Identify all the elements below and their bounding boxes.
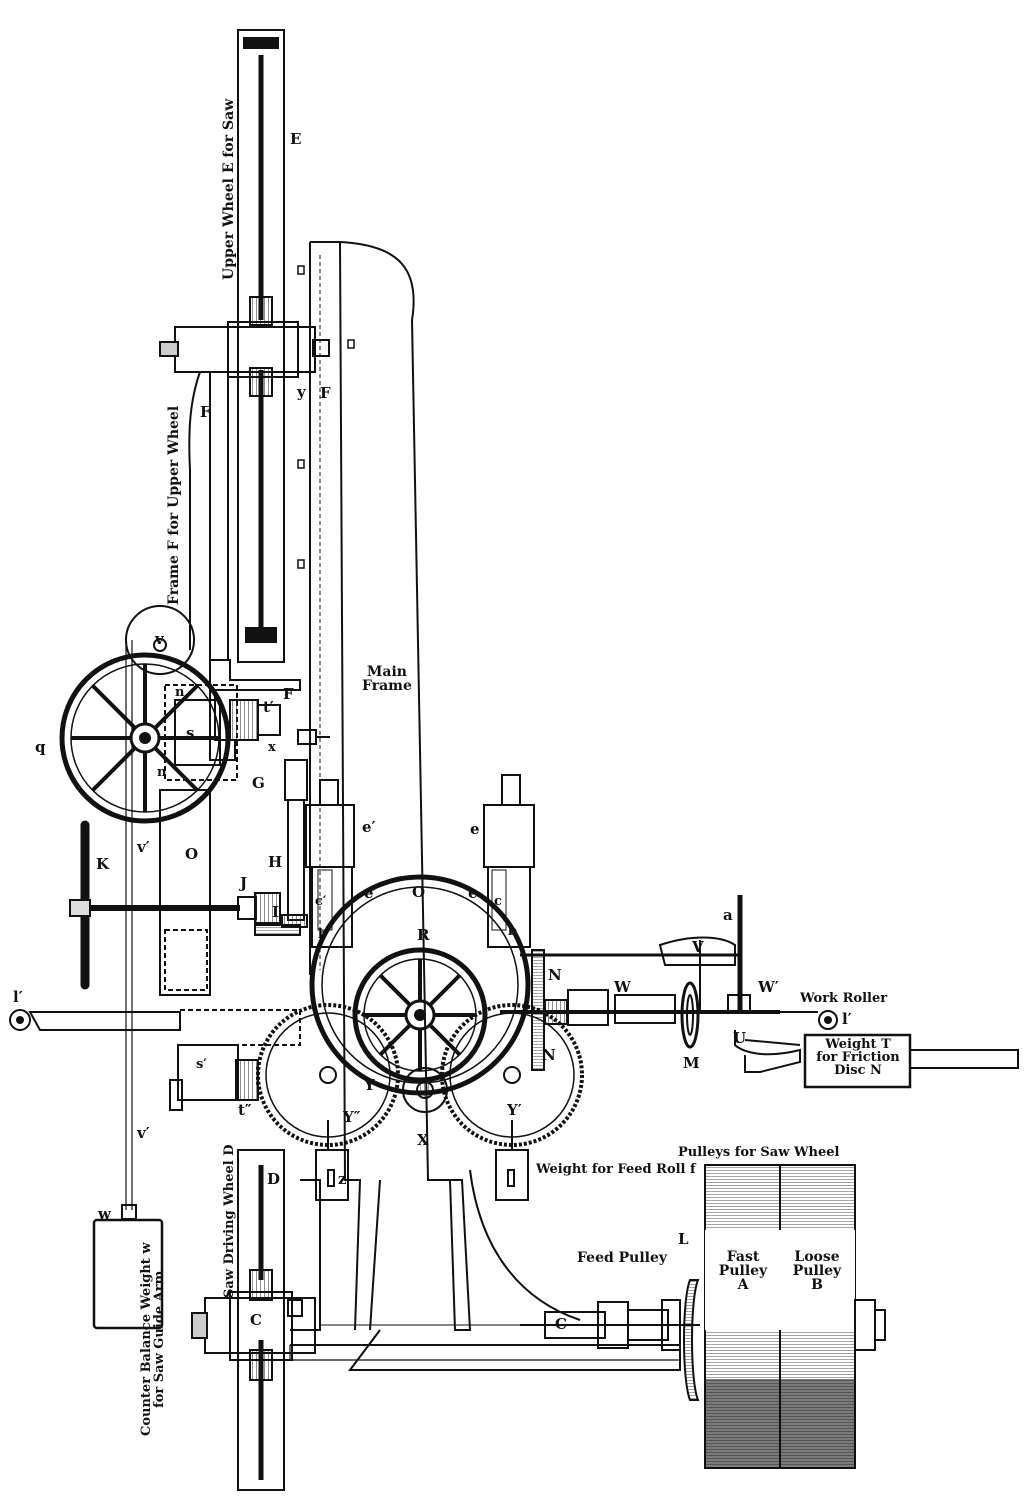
hand-wheel-q: [59, 652, 231, 824]
label-F-top: F: [320, 384, 331, 402]
label-Y-prime: Y′: [507, 1101, 522, 1119]
shaft-w: [500, 895, 780, 1071]
label-saw-driving-wheel: Saw Driving Wheel D: [222, 1144, 237, 1298]
label-J: J: [240, 874, 248, 892]
label-c: c: [494, 894, 502, 909]
label-l-prime-right: l′: [842, 1010, 852, 1028]
label-V: V: [692, 938, 704, 956]
label-O-left: O: [185, 845, 199, 863]
label-E: E: [290, 130, 302, 148]
label-X: X: [417, 1131, 429, 1149]
upper-wheel-e: [237, 29, 285, 663]
label-W: W: [614, 978, 631, 996]
label-q: q: [35, 738, 46, 756]
label-s-prime: s′: [196, 1057, 207, 1072]
label-w: w: [98, 1205, 111, 1223]
shaft-h: [281, 759, 308, 928]
gear-box-s: [164, 684, 330, 781]
label-N-1: N: [548, 966, 562, 984]
label-n-bottom: n: [157, 765, 167, 780]
counter-balance-weight-w: [92, 1204, 164, 1330]
frame-bolts: [297, 265, 355, 569]
bracket-s-prime: [169, 1044, 259, 1111]
label-H: H: [268, 853, 283, 871]
label-fast-pulley: Fast Pulley A: [718, 1249, 768, 1293]
label-M: M: [683, 1054, 700, 1072]
label-upper-wheel: Upper Wheel E for Saw: [221, 98, 237, 280]
label-Y: Y: [364, 1076, 375, 1094]
label-l-prime-left: l′: [13, 988, 23, 1006]
label-v-prime-upper: v′: [137, 838, 150, 856]
label-t-double-prime: t″: [238, 1101, 252, 1119]
label-loose-pulley: Loose Pulley B: [792, 1249, 842, 1293]
label-z: z: [338, 1170, 347, 1188]
label-I: I: [272, 903, 280, 921]
work-roller: [750, 1010, 838, 1030]
label-C-right: C: [555, 1315, 567, 1333]
label-e-lower: e: [468, 884, 478, 902]
label-main-frame: Main Frame: [362, 664, 412, 694]
fast-loose-pulleys: [704, 1164, 886, 1469]
label-F-left: F: [200, 403, 211, 421]
feed-pulley-l: [683, 1279, 700, 1401]
label-b: b: [508, 924, 518, 939]
lever-arm-l-left: [9, 1009, 301, 1046]
label-O-center: O: [412, 883, 426, 901]
handwheel-k: [69, 820, 301, 990]
label-c-prime: c′: [315, 894, 327, 909]
label-x-small: x: [268, 740, 276, 755]
label-y: y: [297, 383, 306, 401]
weight-feed-roll: [495, 1120, 529, 1201]
spoked-wheel-r: [352, 947, 488, 1083]
label-work-roller: Work Roller: [800, 991, 888, 1006]
label-e-prime-lower: e′: [364, 884, 378, 902]
label-e-prime-upper: e′: [362, 818, 376, 836]
label-feed-pulley: Feed Pulley: [577, 1250, 668, 1266]
label-frame-upper-wheel: Frame F for Upper Wheel: [166, 405, 182, 605]
label-counter-balance: Counter Balance Weight w for Saw Guide A…: [139, 1242, 167, 1436]
label-C-left: C: [250, 1311, 262, 1329]
upper-wheel-hub: [159, 321, 330, 378]
label-F-mid: F: [283, 685, 294, 703]
label-Y-double-prime: Y″: [343, 1108, 361, 1126]
label-G: G: [252, 774, 265, 792]
roller-e: [483, 774, 535, 948]
label-b-prime: b′: [318, 927, 331, 942]
label-N-2: N: [542, 1046, 556, 1064]
label-v: v: [155, 630, 164, 648]
pulley-m: [680, 981, 700, 1049]
label-v-prime-lower: v′: [137, 1124, 150, 1142]
label-s: s: [186, 724, 195, 742]
main-frame: [289, 241, 681, 1371]
label-L: L: [678, 1230, 689, 1248]
frame-f-upper-wheel: [175, 371, 301, 761]
label-a: a: [723, 906, 733, 924]
label-U: U: [733, 1029, 747, 1047]
label-weight-t: Weight T for Friction Disc N: [816, 1037, 900, 1078]
weight-t: [803, 1033, 912, 1089]
roller-e-prime: [305, 779, 355, 948]
label-W-prime: W′: [758, 978, 779, 996]
gear-y: [402, 1067, 448, 1113]
label-R: R: [417, 926, 430, 944]
label-n-top: n: [175, 685, 185, 700]
label-t-prime: t′: [263, 698, 274, 716]
lever-u: [734, 1030, 1019, 1073]
label-K: K: [96, 855, 110, 873]
label-pulleys-saw-wheel: Pulleys for Saw Wheel: [678, 1145, 840, 1160]
label-weight-feed-roll: Weight for Feed Roll f: [536, 1162, 696, 1177]
weight-z: [315, 1120, 349, 1201]
column-o: [159, 789, 211, 996]
saw-driving-wheel-d: [191, 1149, 316, 1491]
label-D: D: [267, 1170, 281, 1188]
label-e-upper: e: [470, 820, 480, 838]
